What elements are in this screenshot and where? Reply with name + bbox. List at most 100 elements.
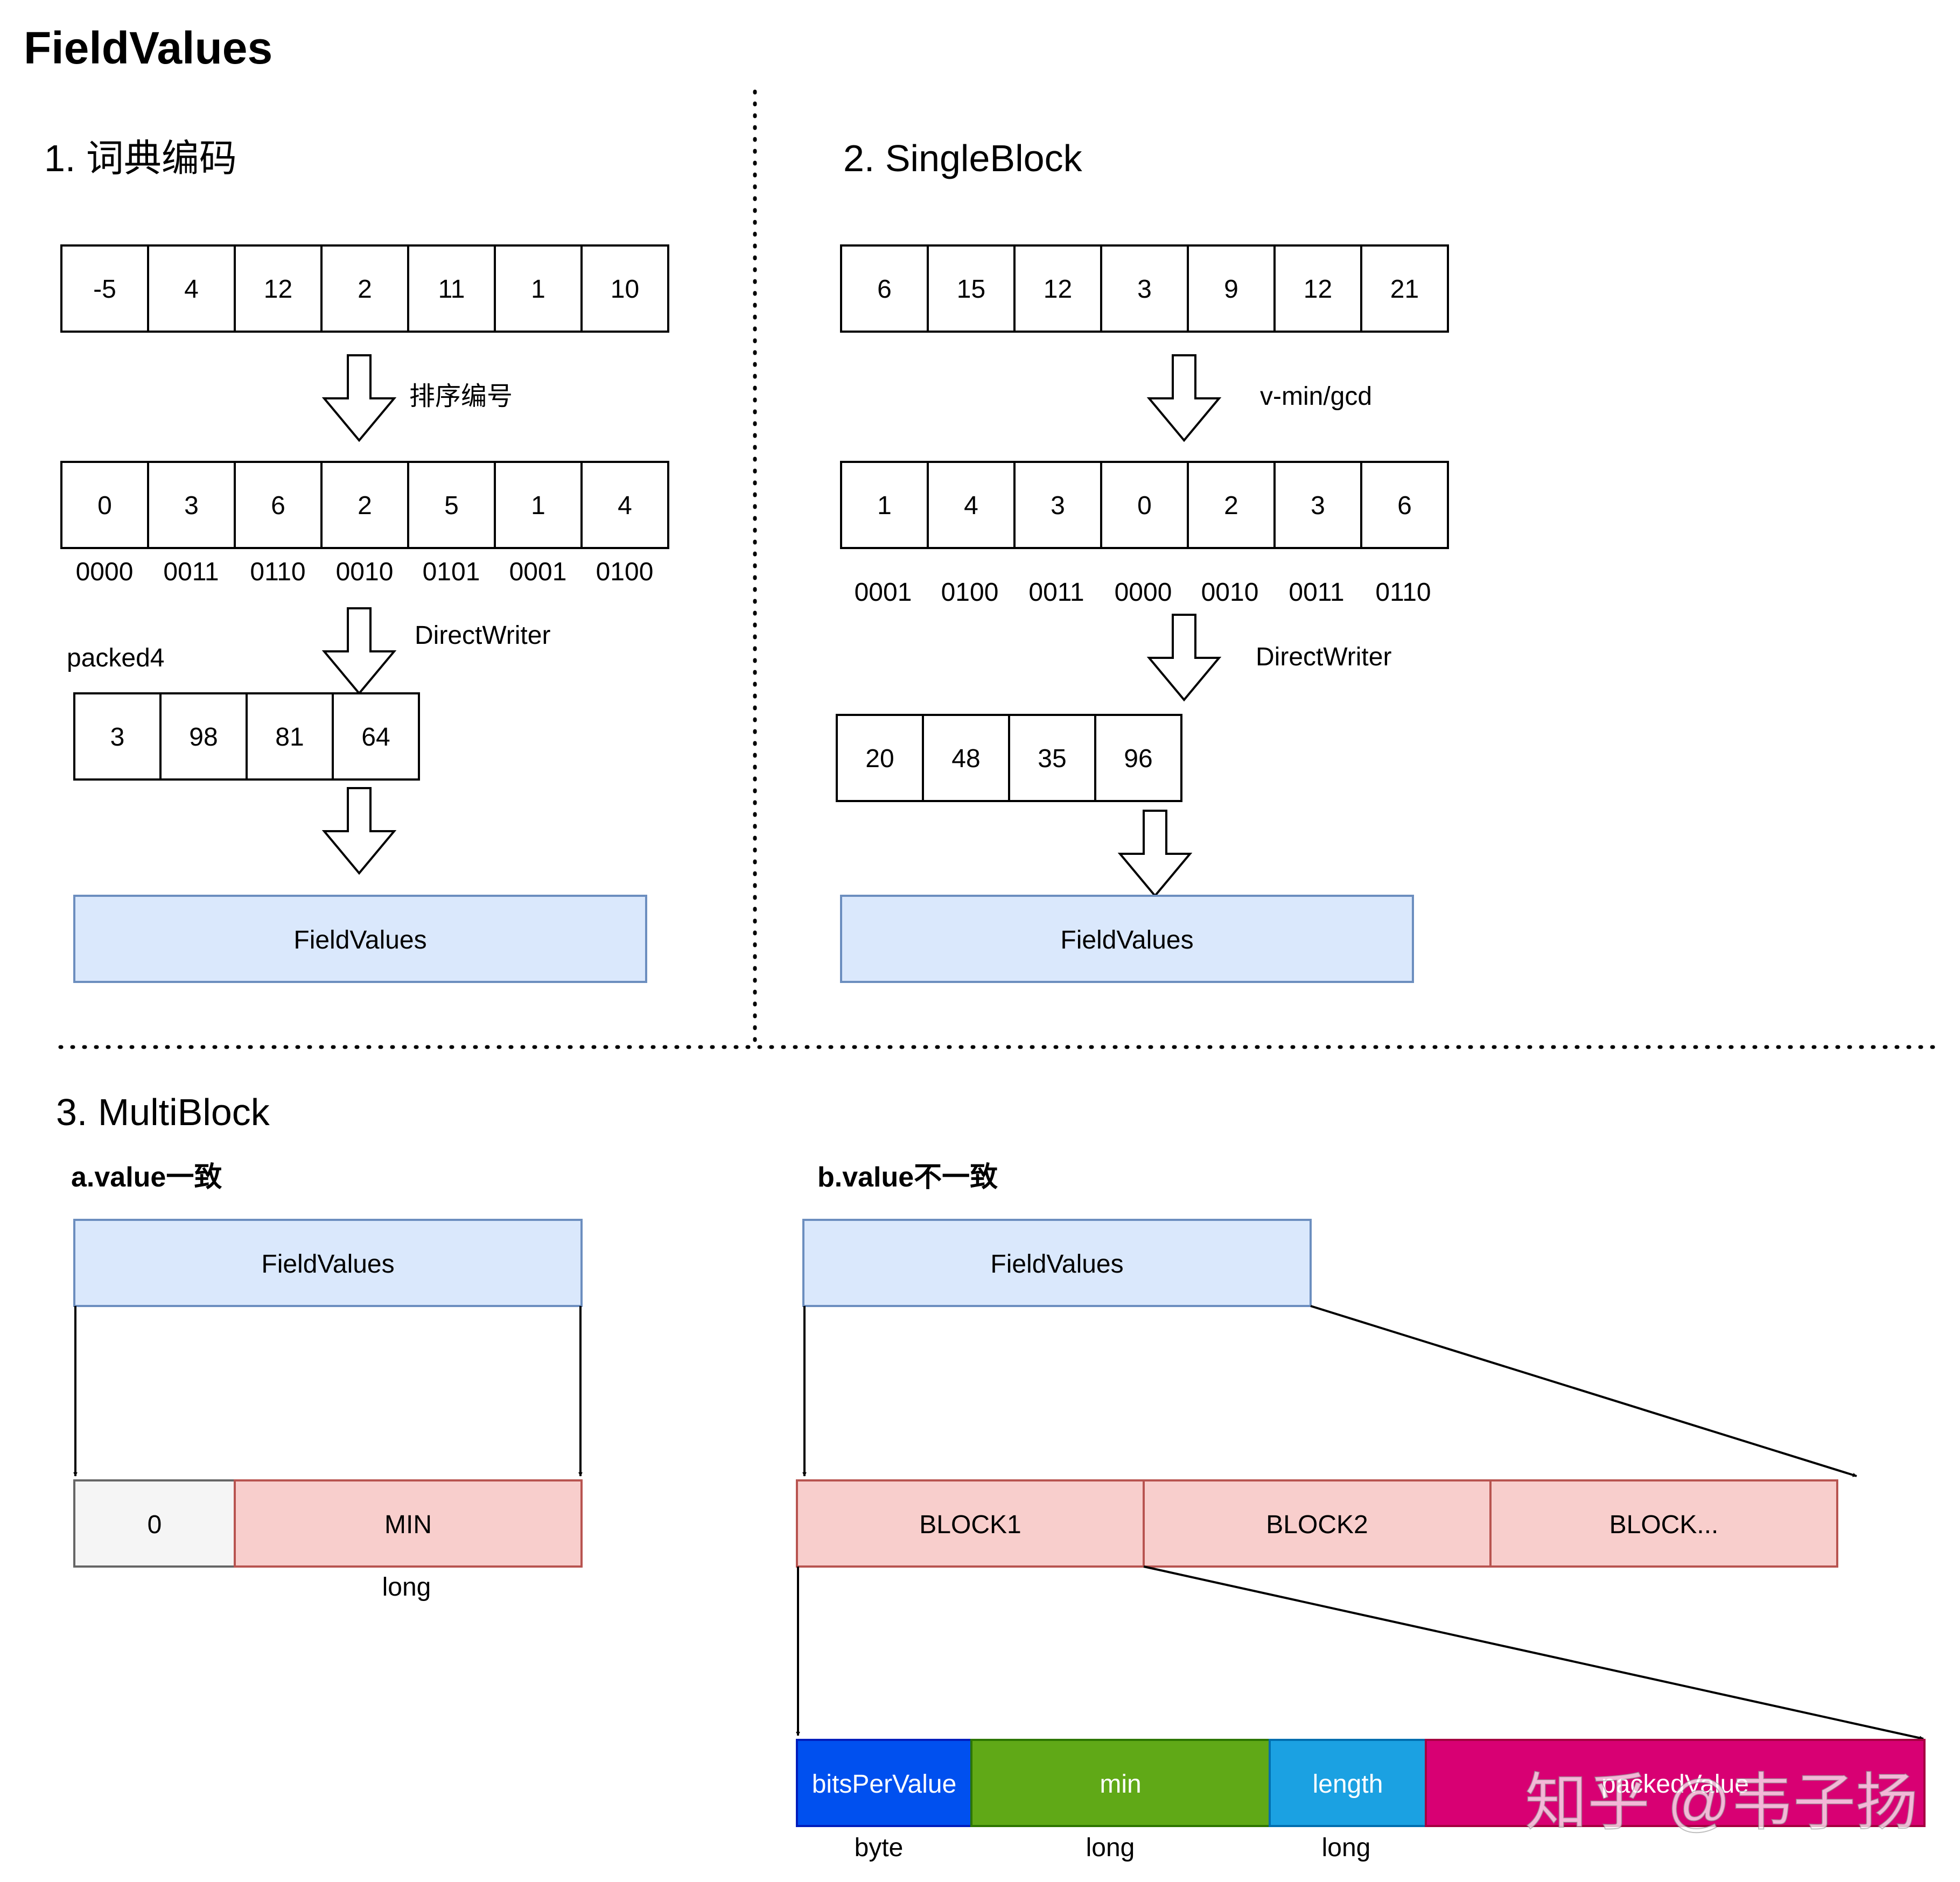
- s3b-block-2: [1143, 1479, 1492, 1568]
- s2-packed-cell-value: 48: [951, 745, 980, 773]
- s1-output-box: [73, 895, 647, 983]
- s3b-arrow-detail-right: [1143, 1565, 1924, 1740]
- s1-packed-cell-value: 98: [189, 723, 218, 752]
- s1-step2-label: DirectWriter: [415, 621, 550, 650]
- s2-input-cell-value: 12: [1304, 275, 1332, 304]
- s2-input-cell-value: 21: [1390, 275, 1419, 304]
- s2-input-cell-value: 15: [957, 275, 985, 304]
- s1-input-cell: [147, 244, 236, 333]
- s2-input-cell-value: 3: [1137, 275, 1152, 304]
- s2-input-cell: [1360, 244, 1449, 333]
- s1-input-cell: [320, 244, 409, 333]
- s1-binary-value: 0000: [76, 558, 134, 586]
- s3b-field-bits-per-value: [796, 1739, 972, 1827]
- s3a-zero-label: 0: [148, 1511, 162, 1539]
- s3a-source-box: [73, 1219, 583, 1307]
- s1-input-cell-value: 1: [531, 275, 545, 304]
- s2-packed-array: 20 48 35 96: [836, 714, 1182, 802]
- s3b-block-1: [796, 1479, 1145, 1568]
- s1-input-cell: [234, 244, 323, 333]
- s1-binary-value: 0011: [163, 558, 219, 586]
- s1-hollow-arrow-1: [321, 354, 397, 443]
- s3a-min-cell: [234, 1479, 583, 1568]
- s1-ordinal-cell-value: 2: [358, 491, 372, 520]
- s1-binary-value: 0100: [596, 558, 654, 586]
- s3a-source-label: FieldValues: [261, 1250, 394, 1279]
- s3b-field-packed-value-label: packedValue: [1601, 1770, 1749, 1799]
- s3b-source-box: [802, 1219, 1312, 1307]
- s1-input-cell-value: 12: [264, 275, 292, 304]
- s2-step2-label: DirectWriter: [1256, 643, 1391, 671]
- s2-packed-cell: [1094, 714, 1182, 802]
- s3b-type-long-1: long: [1086, 1834, 1135, 1862]
- s1-packed-cell-value: 64: [361, 723, 390, 752]
- s3b-field-length-label: length: [1313, 1770, 1383, 1799]
- s3b-source-label: FieldValues: [990, 1250, 1123, 1279]
- s2-normalized-cell-value: 3: [1311, 491, 1325, 520]
- s3a-min-label: MIN: [384, 1511, 432, 1539]
- s2-output-box: [840, 895, 1414, 983]
- s2-normalized-cell-value: 3: [1051, 491, 1065, 520]
- s3b-block-3-label: BLOCK...: [1609, 1511, 1719, 1539]
- s1-binary-value: 0010: [336, 558, 394, 586]
- s2-input-cell: [1013, 244, 1102, 333]
- s1-binary-value: 0110: [250, 558, 305, 586]
- s1-ordinal-cell: [60, 461, 149, 549]
- s2-hollow-arrow-1: [1146, 354, 1222, 443]
- s2-normalized-cell-value: 2: [1224, 491, 1238, 520]
- s1-packed-cell-value: 81: [275, 723, 304, 752]
- s2-normalized-cell: [1100, 461, 1189, 549]
- s3b-block-3: [1489, 1479, 1838, 1568]
- page-title: FieldValues: [24, 23, 272, 73]
- s2-normalized-cell: [927, 461, 1016, 549]
- s1-ordinal-cell: [234, 461, 323, 549]
- s3a-zero-cell: [73, 1479, 236, 1568]
- s1-input-cell: [60, 244, 149, 333]
- s2-normalized-cell: [840, 461, 929, 549]
- section1-heading: 1. 词典编码: [44, 137, 237, 179]
- watermark: 知乎 @韦子扬: [1525, 1767, 1918, 1837]
- s2-input-cell: [1187, 244, 1276, 333]
- s1-binary-value: 0001: [509, 558, 567, 586]
- s3b-field-bits-per-value-label: bitsPerValue: [812, 1770, 957, 1799]
- s1-ordinal-cell-value: 4: [618, 491, 632, 520]
- s3a-heading: a.value一致: [71, 1162, 222, 1193]
- s1-ordinal-cell: [580, 461, 669, 549]
- s1-packed-cell: [332, 692, 420, 781]
- s1-output-label: FieldValues: [293, 926, 426, 954]
- s2-packed-cell: [922, 714, 1010, 802]
- s1-step1-label: 排序编号: [409, 382, 513, 411]
- s3b-heading: b.value不一致: [817, 1162, 998, 1193]
- s2-normalized-cell: [1013, 461, 1102, 549]
- s1-input-cell: [580, 244, 669, 333]
- section2-heading: 2. SingleBlock: [843, 137, 1083, 179]
- s2-step1-label: v-min/gcd: [1260, 382, 1372, 411]
- s2-input-cell: [927, 244, 1016, 333]
- s2-input-cell-value: 6: [877, 275, 892, 304]
- s2-hollow-arrow-3: [1117, 810, 1193, 898]
- s2-binary-value: 0000: [1115, 578, 1172, 607]
- s1-input-cell-value: 10: [611, 275, 639, 304]
- s2-packed-cell-value: 96: [1124, 745, 1152, 773]
- s1-ordinal-cell-value: 6: [271, 491, 285, 520]
- s2-binary-value: 0011: [1289, 578, 1344, 607]
- s3a-type-label: long: [382, 1573, 431, 1602]
- s2-normalized-cell: [1187, 461, 1276, 549]
- s2-binary-value: 0100: [941, 578, 999, 607]
- s1-ordinal-cell-value: 3: [184, 491, 199, 520]
- s3b-field-packed-value: [1425, 1739, 1926, 1827]
- s2-packed-cell: [1008, 714, 1096, 802]
- s1-packed-label: packed4: [67, 644, 164, 672]
- s2-packed-cell-value: 35: [1038, 745, 1066, 773]
- s1-hollow-arrow-3: [321, 787, 397, 875]
- s3b-field-min: [970, 1739, 1271, 1827]
- s2-packed-cell-value: 20: [865, 745, 894, 773]
- s3b-arrow-right: [1310, 1305, 1857, 1477]
